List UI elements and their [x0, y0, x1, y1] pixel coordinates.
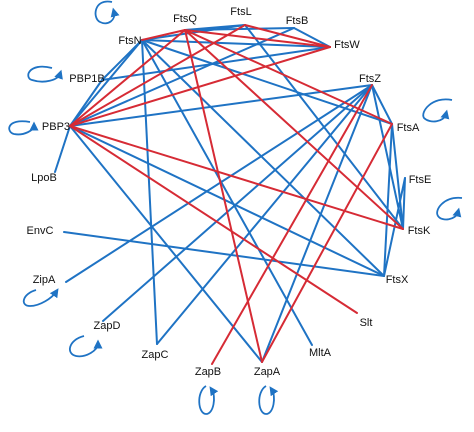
edge-ftsa-ftsk [391, 123, 404, 230]
edge-ftsz-zapb [211, 84, 373, 365]
self-loop-ftsk [436, 197, 463, 221]
edge-ftsz-ftsk [371, 84, 404, 230]
self-loop-zapb [198, 385, 219, 415]
edge-ftsn-ftsw [141, 39, 331, 48]
node-label-mlta: MltA [309, 347, 332, 359]
edge-ftsa-zapa [261, 123, 393, 363]
edge-ftsq-zapa [184, 29, 263, 363]
node-label-layer: FtsQ FtsL FtsB FtsN FtsW PBP1B FtsZ PBP3 FtsA Lpo… [27, 6, 432, 378]
edge-ftsn-pbp3 [69, 39, 143, 127]
self-loop-zapd [69, 335, 103, 358]
edge-ftsz-zapd [102, 84, 373, 322]
self-loop-pbp1b [27, 65, 63, 83]
node-label-ftsa: FtsA [397, 122, 420, 134]
node-label-ftsk: FtsK [408, 225, 431, 237]
edge-ftsn-zapc [141, 39, 158, 345]
node-label-pbp1b: PBP1B [69, 73, 104, 85]
edge-ftsl-ftsw [244, 24, 331, 48]
edge-pbp3-zapa [69, 125, 263, 363]
self-loop-pbp3 [8, 120, 39, 136]
edge-ftsw-pbp3 [69, 46, 331, 127]
self-loop-zapa [258, 385, 279, 415]
edge-ftse-ftsk [402, 177, 406, 230]
self-loop-zipa [22, 288, 59, 307]
edge-ftsn-ftsx [141, 39, 385, 277]
node-label-envc: EnvC [27, 225, 54, 237]
edge-ftsz-zipa [65, 84, 373, 283]
edge-ftsl-pbp3 [69, 24, 246, 127]
edge-ftsq-pbp3 [69, 29, 186, 127]
node-label-ftsq: FtsQ [173, 13, 197, 25]
self-loop-ftsn [94, 0, 120, 25]
edge-ftsb-ftsw [293, 27, 331, 48]
edge-ftsq-ftsw [184, 29, 331, 48]
node-label-ftsw: FtsW [334, 39, 360, 51]
edge-ftsq-ftsk [184, 29, 404, 230]
edge-ftsq-ftsn [141, 29, 186, 41]
edge-pbp3-ftsx [69, 125, 385, 277]
node-label-zapd: ZapD [94, 320, 121, 332]
node-label-slt: Slt [360, 317, 373, 329]
node-label-ftsb: FtsB [286, 15, 309, 27]
edge-ftsz-ftsa [371, 84, 393, 125]
edge-ftsz-zapa [261, 84, 373, 363]
self-loop-layer [8, 0, 463, 415]
edge-pbp1b-ftsw [101, 46, 331, 81]
node-label-zapc: ZapC [142, 349, 169, 361]
node-label-zapa: ZapA [254, 366, 281, 378]
edge-lpob-pbp3 [54, 125, 71, 173]
edge-pbp3-slt [69, 125, 358, 314]
node-label-ftsz: FtsZ [359, 73, 381, 85]
edge-ftsz-zapc [156, 84, 373, 345]
node-label-zipa: ZipA [33, 274, 56, 286]
self-loop-ftsa [422, 98, 453, 123]
node-label-lpob: LpoB [31, 172, 57, 184]
edge-ftsl-ftsn [141, 24, 246, 41]
node-label-zapb: ZapB [195, 366, 221, 378]
edge-layer [54, 24, 406, 365]
edge-pbp1b-pbp3 [69, 79, 103, 127]
node-label-ftsl: FtsL [230, 6, 251, 18]
node-label-ftsn: FtsN [118, 35, 141, 47]
edge-pbp3-ftsk [69, 125, 404, 230]
edge-ftsn-mlta [141, 39, 313, 346]
node-label-pbp3: PBP3 [42, 121, 70, 133]
node-label-ftsx: FtsX [386, 274, 409, 286]
edge-envc-ftsx [63, 231, 385, 277]
edge-ftsa-ftsx [383, 123, 393, 277]
node-label-ftse: FtsE [409, 174, 432, 186]
